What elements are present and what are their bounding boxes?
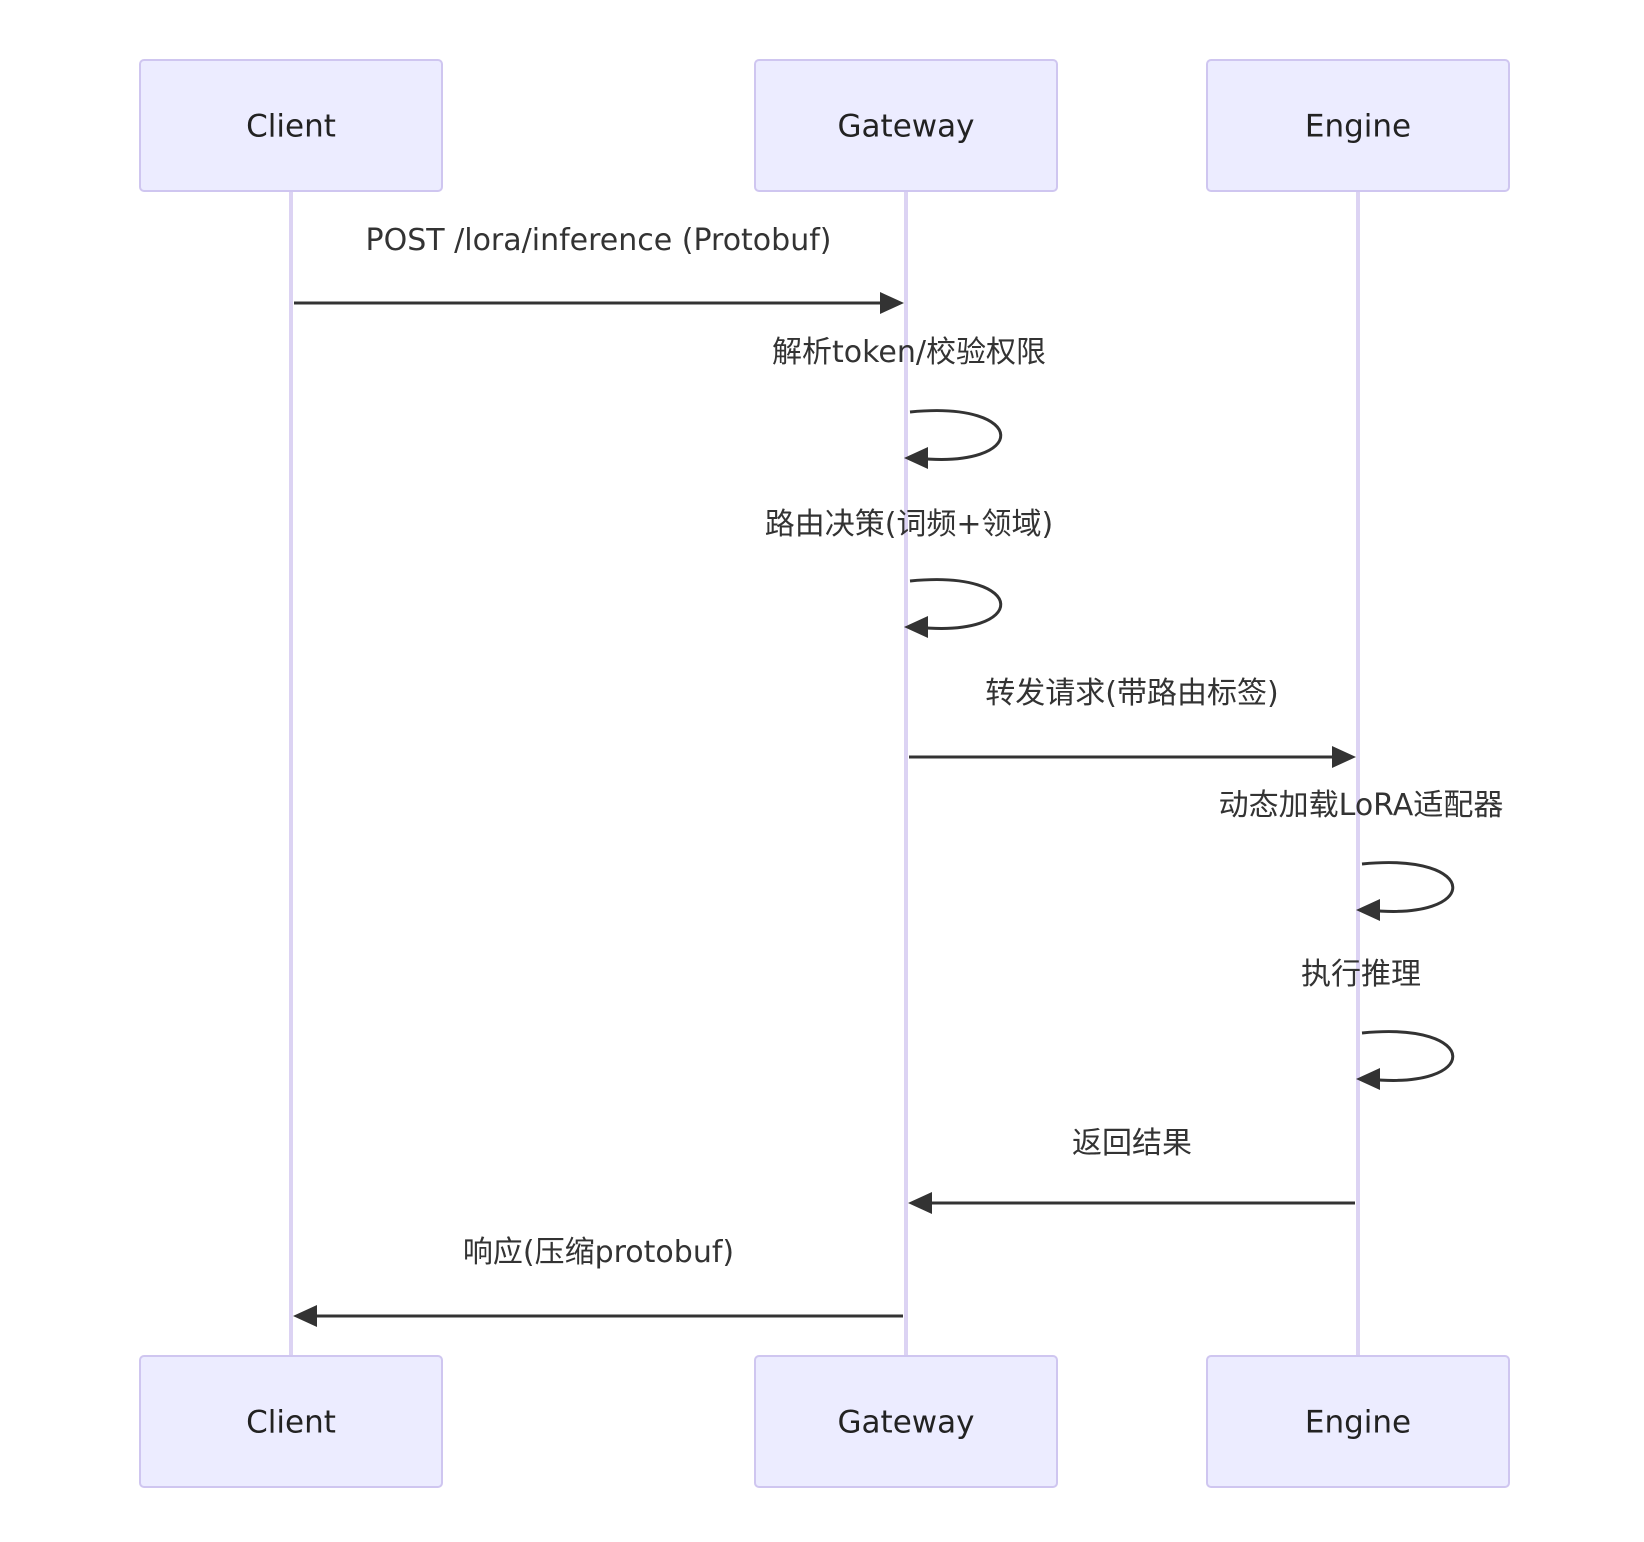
message-3: 路由决策(词频+领域) xyxy=(765,507,1054,638)
arrowhead xyxy=(1356,899,1380,921)
arrowhead xyxy=(1332,746,1356,768)
message-label: 响应(压缩protobuf) xyxy=(463,1235,734,1270)
actor-label: Engine xyxy=(1305,1405,1411,1441)
actors-top: Client Gateway Engine xyxy=(139,59,1510,192)
self-message-loop xyxy=(1361,1030,1455,1082)
actor-box xyxy=(754,1355,1058,1488)
messages: POST /lora/inference (Protobuf) 解析token/校… xyxy=(293,223,1503,1327)
message-label: 动态加载LoRA适配器 xyxy=(1219,788,1504,823)
message-4: 转发请求(带路由标签) xyxy=(909,676,1356,768)
actor-box xyxy=(1206,1355,1510,1488)
actor-box xyxy=(754,59,1058,192)
message-label: 路由决策(词频+领域) xyxy=(765,507,1054,542)
arrowhead xyxy=(904,616,928,638)
arrowhead xyxy=(1356,1068,1380,1090)
actor-box xyxy=(139,1355,443,1488)
self-message-loop xyxy=(1361,861,1455,913)
message-1: POST /lora/inference (Protobuf) xyxy=(294,223,904,314)
message-8: 响应(压缩protobuf) xyxy=(293,1235,903,1327)
self-message-loop xyxy=(909,409,1003,461)
message-label: 返回结果 xyxy=(1072,1126,1192,1161)
arrowhead xyxy=(293,1305,317,1327)
actor-label: Gateway xyxy=(838,109,975,145)
actor-gateway-bottom: Gateway xyxy=(754,1355,1058,1488)
arrowhead xyxy=(904,447,928,469)
actor-box xyxy=(139,59,443,192)
actor-client-top: Client xyxy=(139,59,443,192)
message-7: 返回结果 xyxy=(908,1126,1355,1214)
actors-bottom: Client Gateway Engine xyxy=(139,1355,1510,1488)
actor-box xyxy=(1206,59,1510,192)
arrowhead xyxy=(908,1192,932,1214)
actor-label: Gateway xyxy=(838,1405,975,1441)
actor-label: Engine xyxy=(1305,109,1411,145)
actor-engine-top: Engine xyxy=(1206,59,1510,192)
actor-label: Client xyxy=(246,1405,336,1441)
message-5: 动态加载LoRA适配器 xyxy=(1219,788,1504,921)
message-label: 转发请求(带路由标签) xyxy=(985,676,1278,711)
message-6: 执行推理 xyxy=(1301,957,1455,1090)
message-label: POST /lora/inference (Protobuf) xyxy=(366,223,832,258)
message-label: 解析token/校验权限 xyxy=(772,335,1046,370)
actor-engine-bottom: Engine xyxy=(1206,1355,1510,1488)
self-message-loop xyxy=(909,578,1003,630)
message-label: 执行推理 xyxy=(1301,957,1421,992)
arrowhead xyxy=(880,292,904,314)
actor-gateway-top: Gateway xyxy=(754,59,1058,192)
actor-client-bottom: Client xyxy=(139,1355,443,1488)
message-2: 解析token/校验权限 xyxy=(772,335,1046,469)
actor-label: Client xyxy=(246,109,336,145)
lifelines xyxy=(289,191,1360,1356)
